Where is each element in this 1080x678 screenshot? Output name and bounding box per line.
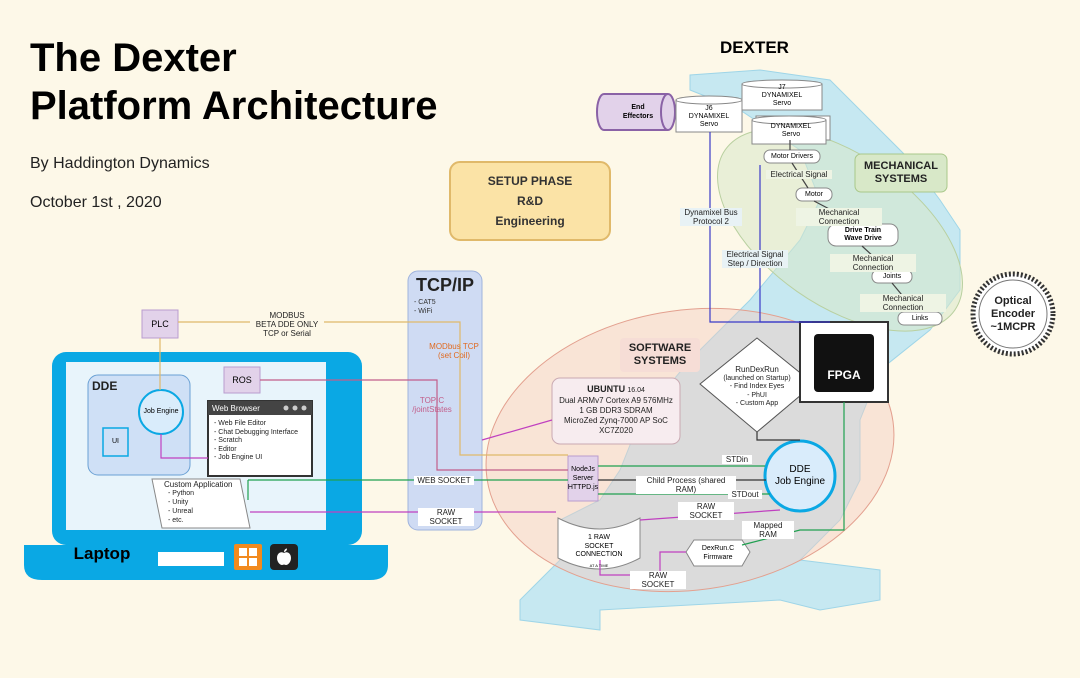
custom-app-text: Custom Application - Python - Unity - Un…	[164, 480, 248, 525]
web-browser-item[interactable]: - Editor	[214, 445, 237, 453]
setup-phase-text: SETUP PHASE R&D Engineering	[487, 174, 573, 228]
ubuntu-box	[551, 377, 681, 445]
raw-conn-shape	[557, 517, 641, 570]
modbus-tcp-label: MODbus TCP (set Coil)	[429, 342, 479, 360]
ros-label: ROS	[232, 375, 252, 385]
date: October 1st , 2020	[30, 194, 162, 211]
j7-servo-shape	[741, 79, 823, 111]
mech-conn-3-label: Mechanical Connection	[860, 294, 946, 312]
dexrun-label: DexRun.C Firmware	[701, 545, 735, 561]
web-browser-item[interactable]: - Chat Debugging Interface	[214, 428, 299, 436]
software-systems-title: SOFTWARE SYSTEMS	[620, 338, 700, 372]
dyn-servo-label: DYNAMIXEL Servo	[770, 123, 812, 138]
links-pill	[897, 311, 943, 326]
ubuntu-text: UBUNTU 16.04 Dual ARMv7 Cortex A9 576MHz…	[559, 384, 673, 435]
web-browser-item[interactable]: - Job Engine UI	[214, 454, 263, 461]
dde-job-engine-label: DDE Job Engine	[774, 464, 826, 487]
j7-label: J7 DYNAMIXEL Servo	[761, 84, 803, 107]
end-effectors-cylinder	[604, 94, 668, 130]
mech-systems-label: MECHANICAL SYSTEMS	[864, 160, 938, 185]
nodejs-box	[567, 455, 599, 502]
web-socket-label: WEB SOCKET	[414, 476, 474, 485]
ros-topic-line	[260, 379, 568, 471]
dexter-title: DEXTER	[720, 38, 789, 57]
electrical-signal-label: Electrical Signal	[766, 170, 832, 179]
stdin-label: STDin	[722, 455, 752, 464]
dyn-bus-label: Dynamixel Bus Protocol 2	[680, 208, 742, 226]
raw-socket-b-label: RAW SOCKET	[630, 571, 686, 589]
web-browser-item[interactable]: - Web File Editor	[214, 420, 266, 427]
custom-app-box	[151, 478, 251, 529]
ui-label: UI	[112, 437, 119, 445]
dde-label: DDE	[92, 379, 118, 393]
page-title: The Dexter Platform Architecture	[30, 34, 438, 130]
web-browser-items: - Web File Editor - Chat Debugging Inter…	[214, 420, 312, 463]
mech-conn-1-label: Mechanical Connection	[796, 208, 882, 226]
plc-label: PLC	[151, 319, 169, 329]
dyn-servo-shape	[751, 115, 831, 145]
web-browser-title: Web Browser	[212, 403, 260, 413]
stdout-label: STDout	[728, 490, 762, 499]
topic-label: TOPIC /jointStates	[412, 396, 452, 414]
title-line-1: The Dexter	[30, 36, 237, 80]
j6-servo-shape	[675, 95, 743, 133]
title-line-2: Platform Architecture	[30, 84, 438, 128]
ui-box	[102, 427, 129, 457]
motor-label: Motor	[805, 191, 823, 198]
joints-label: Joints	[882, 273, 902, 280]
laptop-trackpad	[158, 552, 224, 566]
raw-conn-label: 1 RAW SOCKET CONNECTION	[575, 534, 623, 559]
mech-systems-box	[854, 153, 948, 193]
encoder-label: Optical Encoder ~1MCPR	[990, 294, 1036, 333]
apple-icon	[270, 544, 298, 570]
fpga-chip	[814, 334, 874, 392]
rundexrun-text: RunDexRun (launched on Startup) - Find I…	[723, 365, 791, 407]
raw-socket-label: RAW SOCKET	[418, 508, 474, 526]
j6-label: J6 DYNAMIXEL Servo	[688, 105, 730, 128]
web-browser-titlebar	[208, 401, 312, 415]
web-browser-item[interactable]: - Scratch	[214, 437, 243, 444]
end-effectors-label: End Effectors	[622, 104, 654, 120]
nodejs-label: NodeJs Server HTTPD.js	[567, 465, 599, 491]
raw-socket-a-label: RAW SOCKET	[678, 502, 734, 520]
elec-step-label: Electrical Signal Step / Direction	[722, 250, 788, 268]
setup-phase-box	[449, 161, 611, 241]
links-label: Links	[911, 315, 929, 322]
mapped-ram-label: Mapped RAM	[742, 521, 794, 539]
encoder-inner	[978, 279, 1048, 349]
tcpip-items: - CAT5 - WiFi	[414, 299, 436, 315]
modbus-note: MODBUS BETA DDE ONLY TCP or Serial	[250, 311, 324, 338]
mech-conn-2-label: Mechanical Connection	[830, 254, 916, 272]
author: By Haddington Dynamics	[30, 155, 210, 172]
plc-box	[141, 309, 179, 339]
windows-icon	[234, 544, 262, 570]
drive-train-label: Drive Train Wave Drive	[844, 227, 882, 242]
child-process-label: Child Process (shared RAM)	[636, 476, 736, 494]
fpga-label: FPGA	[827, 368, 861, 382]
dde-job-engine-circle	[763, 439, 837, 513]
tcpip-title: TCP/IP	[415, 274, 474, 295]
custom-app-title: Custom Application	[164, 480, 233, 489]
motor-drivers-label: Motor Drivers	[770, 153, 813, 160]
job-engine-label: Job Engine	[143, 407, 179, 415]
laptop-label: Laptop	[73, 544, 131, 563]
tcpip-column	[407, 270, 483, 531]
raw-conn-note: AT A TIME	[589, 562, 609, 568]
